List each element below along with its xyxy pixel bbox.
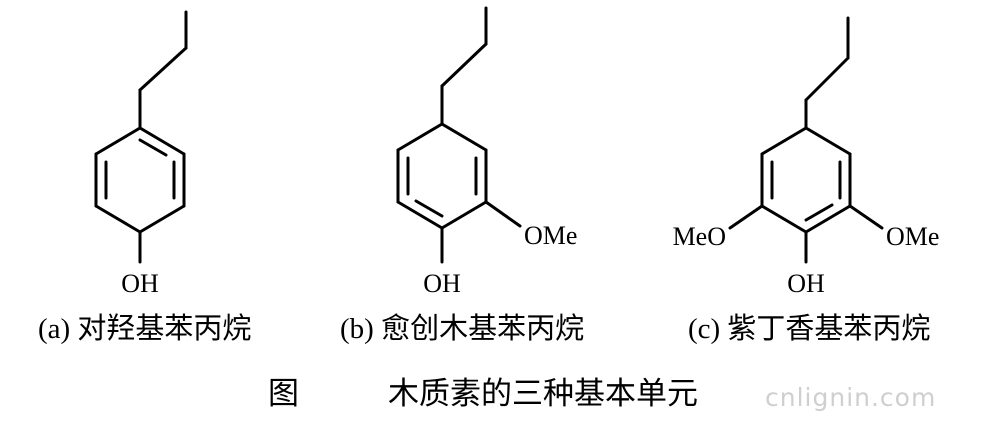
structure-b-bonds (396, 6, 522, 264)
caption-b: (b) 愈创木基苯丙烷 (340, 313, 585, 345)
structure-a-oh-label: OH (121, 269, 159, 298)
structure-c-ome-label: OMe (886, 222, 939, 251)
structure-b-oh-label: OH (423, 269, 461, 298)
caption-a: (a) 对羟基苯丙烷 (38, 313, 252, 345)
structure-c-oh-label: OH (787, 269, 825, 298)
watermark: cnlignin.com (765, 383, 937, 412)
structure-b-ome-label: OMe (524, 221, 577, 250)
figure-label: 图 (268, 376, 299, 411)
caption-c: (c) 紫丁香基苯丙烷 (688, 313, 931, 345)
figure-title: 木质素的三种基本单元 (388, 376, 698, 411)
structure-c-bonds (728, 16, 884, 264)
structure-a-bonds (94, 10, 188, 264)
structure-c-meo-label: MeO (673, 222, 726, 251)
